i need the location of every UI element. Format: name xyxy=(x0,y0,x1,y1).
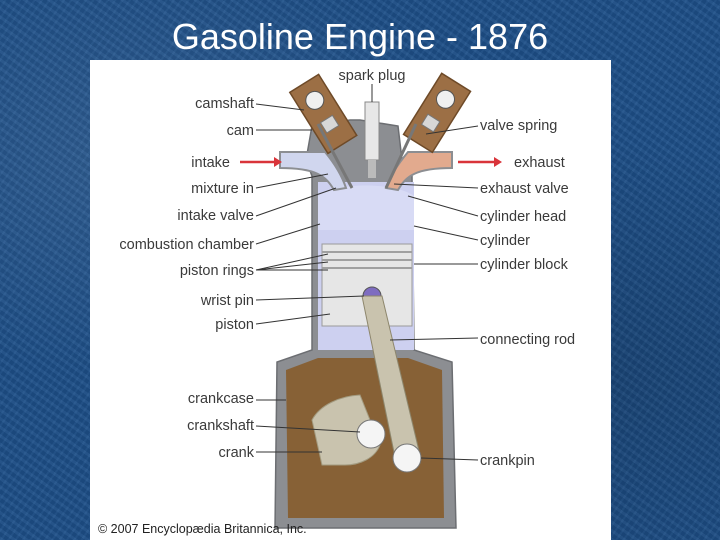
label-combustion-chamber: combustion chamber xyxy=(119,237,254,253)
label-exhaust: exhaust xyxy=(514,155,565,171)
label-connecting-rod: connecting rod xyxy=(480,332,575,348)
slide-title: Gasoline Engine - 1876 xyxy=(171,16,549,57)
spark-plug xyxy=(364,101,380,161)
label-cylinder-head: cylinder head xyxy=(480,209,566,225)
crankpin xyxy=(392,443,422,473)
intake-port xyxy=(279,151,348,192)
label-exhaust-valve: exhaust valve xyxy=(480,181,569,197)
engine-illustration: spark plug camshaft cam intake mixture i… xyxy=(98,68,575,536)
crankshaft xyxy=(356,419,386,449)
label-crank: crank xyxy=(219,445,255,461)
label-spark-plug: spark plug xyxy=(339,68,406,84)
label-intake-valve: intake valve xyxy=(177,208,254,224)
combustion-chamber xyxy=(318,185,414,230)
spark-plug-tip xyxy=(368,160,376,178)
label-cylinder-block: cylinder block xyxy=(480,257,569,273)
label-camshaft: camshaft xyxy=(195,96,254,112)
label-mixture-in: mixture in xyxy=(191,181,254,197)
label-piston: piston xyxy=(215,317,254,333)
copyright-notice: © 2007 Encyclopædia Britannica, Inc. xyxy=(98,522,307,536)
intake-valve xyxy=(316,123,354,189)
leader-lines xyxy=(255,84,479,461)
engine-diagram: spark plug camshaft cam intake mixture i… xyxy=(90,60,611,540)
label-piston-rings: piston rings xyxy=(180,263,254,279)
label-crankpin: crankpin xyxy=(480,453,535,469)
exhaust-cam-assembly xyxy=(402,72,472,154)
intake-cam-assembly xyxy=(288,73,358,155)
label-cylinder: cylinder xyxy=(480,233,530,249)
exhaust-valve xyxy=(384,123,418,189)
crank xyxy=(311,394,381,466)
exhaust-arrow-head xyxy=(494,157,502,167)
label-wrist-pin: wrist pin xyxy=(200,293,254,309)
label-valve-spring: valve spring xyxy=(480,118,557,134)
label-crankcase: crankcase xyxy=(188,391,254,407)
label-cam: cam xyxy=(227,123,254,139)
intake-arrow-head xyxy=(274,157,282,167)
label-crankshaft: crankshaft xyxy=(187,418,254,434)
label-intake: intake xyxy=(191,155,230,171)
exhaust-port xyxy=(384,151,453,192)
